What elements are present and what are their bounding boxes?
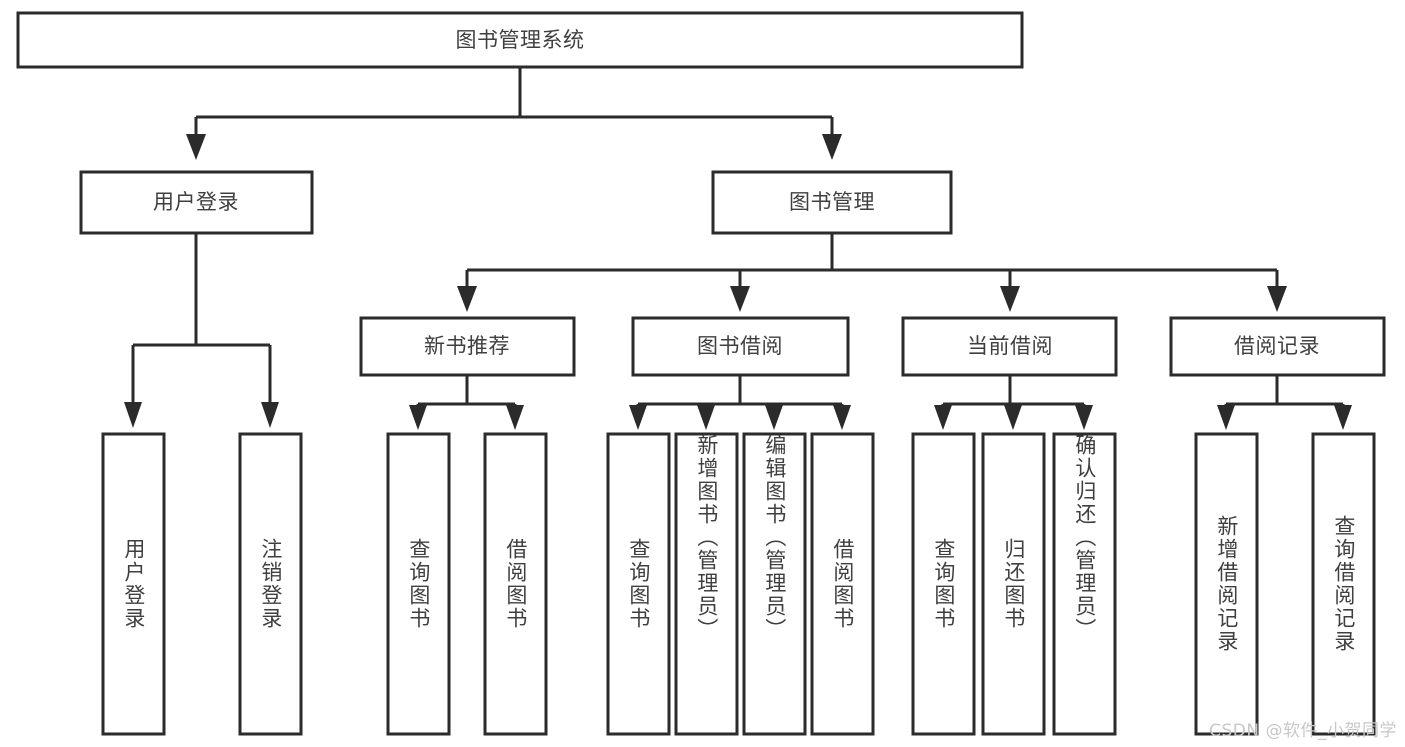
arrow-head-leaf-query-record [1334, 405, 1352, 430]
connector-group-current-borrow [934, 375, 1093, 430]
leaf-box-borrow-books-2[interactable] [810, 432, 875, 736]
connector-group-borrow-record [1217, 375, 1352, 430]
leaf-box-add-book[interactable] [674, 432, 739, 736]
arrow-head-leaf-borrow-books-1 [506, 405, 524, 430]
label-book-management: 图书管理 [789, 190, 875, 214]
arrow-head-book-borrow [730, 286, 750, 312]
leaf-box-edit-book[interactable] [742, 432, 807, 736]
arrow-head-user-login [186, 134, 206, 160]
arrow-head-new-book-recommend [457, 286, 477, 312]
leaf-box-query-books-2[interactable] [606, 432, 671, 736]
arrow-head-leaf-query-books-3 [934, 405, 952, 430]
label-borrow-record: 借阅记录 [1234, 334, 1320, 358]
connector-group-book-borrow [629, 375, 851, 430]
arrow-head-current-borrow [1000, 286, 1020, 312]
label-user-login: 用户登录 [153, 190, 239, 214]
arrow-head-leaf-return-book [1004, 405, 1022, 430]
label-title: 图书管理系统 [456, 28, 585, 52]
connector-group-book-management [457, 233, 1287, 312]
leaf-box-user-login[interactable] [101, 432, 166, 736]
leaf-box-query-record[interactable] [1311, 432, 1376, 736]
arrow-head-leaf-query-books-1 [409, 405, 427, 430]
node-box-new-book-recommend[interactable] [359, 316, 576, 377]
leaf-box-borrow-books-1[interactable] [483, 432, 548, 736]
node-box-user-login[interactable] [79, 170, 314, 235]
leaf-box-logout-login[interactable] [238, 432, 303, 736]
arrow-head-leaf-user-login [124, 402, 142, 428]
label-current-borrow: 当前借阅 [967, 334, 1053, 358]
watermark-text: CSDN @软件_小贺同学 [1209, 721, 1397, 741]
leaf-box-query-books-1[interactable] [386, 432, 451, 736]
arrow-head-borrow-record [1267, 286, 1287, 312]
arrow-head-book-management [822, 134, 842, 160]
arrow-head-leaf-confirm-return [1075, 405, 1093, 430]
arrow-head-leaf-edit-book [765, 405, 783, 430]
node-box-borrow-record[interactable] [1169, 316, 1386, 377]
arrow-head-leaf-borrow-books-2 [833, 405, 851, 430]
arrow-head-leaf-add-book [697, 405, 715, 430]
connector-group-user-login [124, 233, 279, 428]
node-box-book-borrow[interactable] [631, 316, 850, 377]
node-box-current-borrow[interactable] [901, 316, 1118, 377]
connector-group-root [186, 67, 842, 160]
leaf-box-confirm-return[interactable] [1052, 432, 1117, 736]
leaf-box-query-books-3[interactable] [911, 432, 976, 736]
arrow-head-leaf-logout-login [261, 402, 279, 428]
label-book-borrow: 图书借阅 [697, 334, 783, 358]
leaf-box-add-record[interactable] [1194, 432, 1259, 736]
arrow-head-leaf-query-books-2 [629, 405, 647, 430]
node-box-title[interactable] [16, 11, 1024, 69]
arrow-head-leaf-add-record [1217, 405, 1235, 430]
node-box-book-management[interactable] [711, 170, 953, 235]
label-new-book-recommend: 新书推荐 [424, 334, 510, 358]
leaf-box-return-book[interactable] [981, 432, 1046, 736]
connector-group-new-book-recommend [409, 375, 524, 430]
